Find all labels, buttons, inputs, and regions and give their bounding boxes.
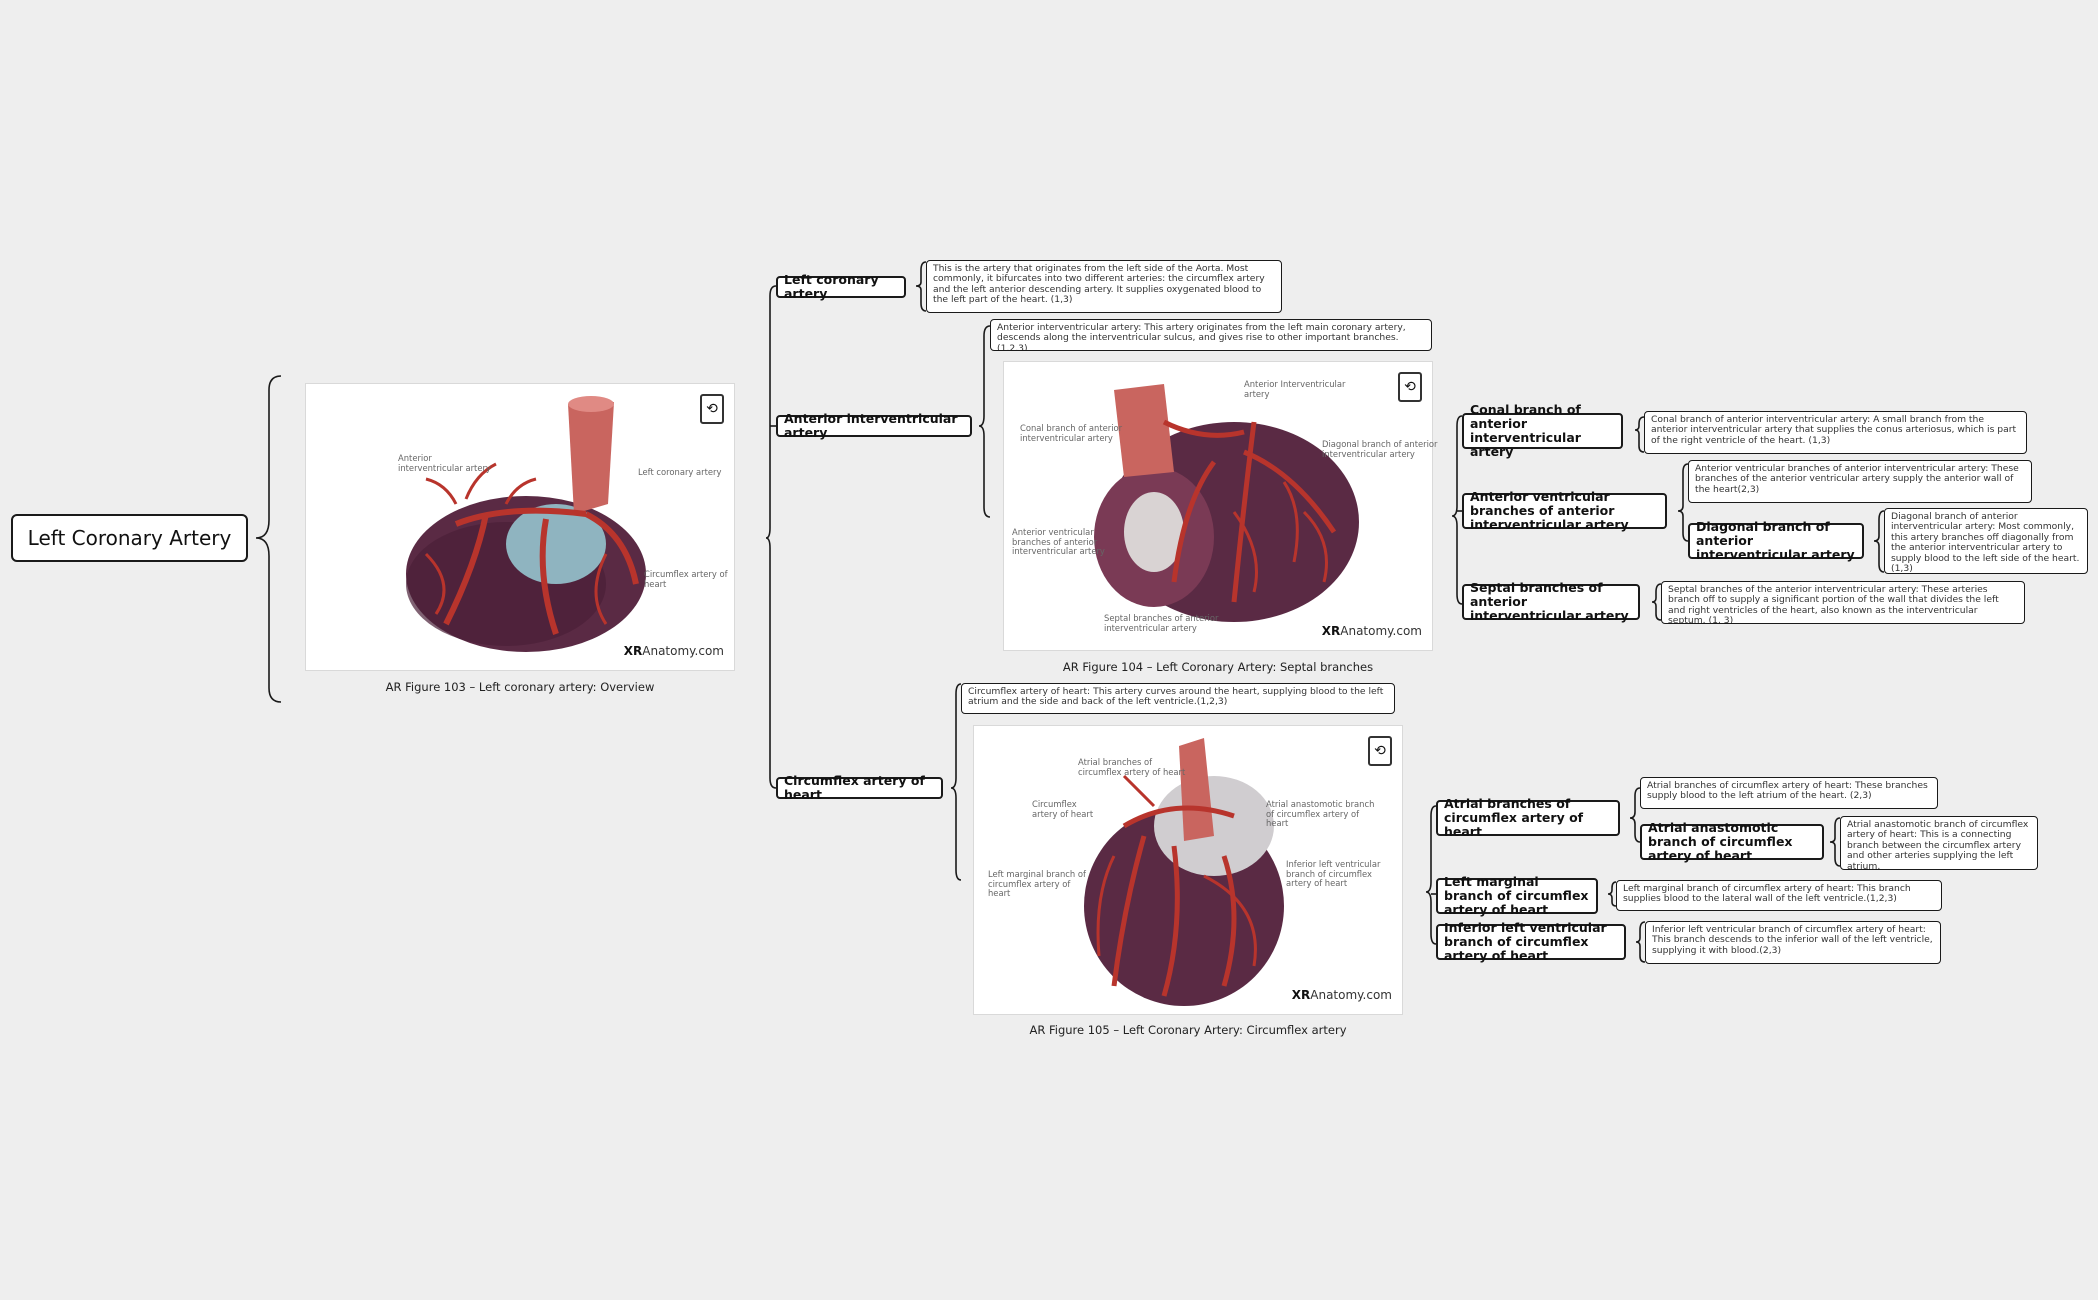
brand-watermark: XRAnatomy.com (623, 644, 724, 658)
node-label: Left coronary artery (784, 272, 879, 301)
callout-left-coronary: Left coronary artery (638, 467, 722, 477)
node-circumflex[interactable]: Circumflex artery of heart (776, 773, 943, 802)
node-diagonal[interactable]: Diagonal branch of anterior interventric… (1688, 519, 1864, 562)
callout-conal: Conal branch of anterior interventricula… (1020, 423, 1123, 443)
node-label: Circumflex artery of heart (784, 773, 925, 802)
node-label: Diagonal branch of anterior interventric… (1696, 519, 1855, 562)
ar-target-icon[interactable]: ⟲ (1398, 372, 1422, 402)
figure-103-caption: AR Figure 103 – Left coronary artery: Ov… (385, 680, 655, 694)
callout-inferior: Inferior left ventricular branch of circ… (1286, 859, 1381, 889)
callout-diagonal: Diagonal branch of anterior interventric… (1322, 439, 1438, 459)
ar-target-icon[interactable]: ⟲ (1368, 736, 1392, 766)
figure-104-image[interactable]: ⟲ Anterior Interventricular artery Conal… (1003, 361, 1438, 651)
callout-anterior: Anterior interventricular artery (398, 453, 491, 473)
heart-illustration (1094, 384, 1359, 622)
node-inferior[interactable]: Inferior left ventricular branch of circ… (1436, 920, 1626, 963)
node-label: Left marginal branch of circumflex arter… (1444, 874, 1589, 917)
node-anterior-ventricular[interactable]: Anterior ventricular branches of anterio… (1462, 489, 1667, 532)
note-left-coronary: This is the artery that originates from … (926, 260, 1282, 313)
callout-anastomotic: Atrial anastomotic branch of circumflex … (1266, 799, 1375, 829)
figure-105-caption: AR Figure 105 – Left Coronary Artery: Ci… (1029, 1023, 1347, 1037)
callout-anterior-ventricular: Anterior ventricular branches of anterio… (1012, 527, 1105, 557)
brand-watermark: XRAnatomy.com (1291, 988, 1392, 1002)
node-conal[interactable]: Conal branch of anterior interventricula… (1462, 403, 1623, 459)
node-label: Septal branches of anterior interventric… (1470, 580, 1629, 623)
callout-septal: Septal branches of anterior interventric… (1104, 613, 1219, 633)
node-anastomotic[interactable]: Atrial anastomotic branch of circumflex … (1640, 820, 1824, 863)
root-title: Left Coronary Artery (27, 526, 232, 550)
callout-circumflex: Circumflex artery of heart (1032, 799, 1094, 819)
heart-illustration (1084, 738, 1284, 1006)
callout-marginal: Left marginal branch of circumflex arter… (988, 869, 1086, 899)
figure-103-image[interactable]: ⟲ Anterior interventricular artery Left … (305, 383, 735, 671)
note-inferior: Inferior left ventricular branch of circ… (1645, 921, 1941, 964)
node-label: Atrial anastomotic branch of circumflex … (1648, 820, 1793, 863)
root-node[interactable]: Left Coronary Artery (11, 514, 248, 562)
note-circumflex: Circumflex artery of heart: This artery … (961, 683, 1395, 714)
node-label: Anterior ventricular branches of anterio… (1470, 489, 1629, 532)
note-conal: Conal branch of anterior interventricula… (1644, 411, 2027, 454)
node-label: Conal branch of anterior interventricula… (1470, 402, 1581, 459)
callout-circumflex: Circumflex artery of heart (644, 569, 728, 589)
node-marginal[interactable]: Left marginal branch of circumflex arter… (1436, 874, 1598, 917)
figure-104-caption: AR Figure 104 – Left Coronary Artery: Se… (1062, 660, 1374, 674)
heart-illustration (406, 396, 646, 652)
note-anterior-interventricular: Anterior interventricular artery: This a… (990, 319, 1432, 351)
node-anterior-interventricular[interactable]: Anterior interventricular artery (776, 411, 972, 440)
node-label: Atrial branches of circumflex artery of … (1444, 796, 1584, 839)
figure-105-image[interactable]: ⟲ Atrial branches of circumflex artery o… (973, 725, 1403, 1015)
node-left-coronary[interactable]: Left coronary artery (776, 272, 906, 301)
note-anastomotic: Atrial anastomotic branch of circumflex … (1840, 816, 2038, 870)
node-label: Anterior interventricular artery (784, 411, 958, 440)
node-septal[interactable]: Septal branches of anterior interventric… (1462, 580, 1640, 623)
ar-target-icon[interactable]: ⟲ (700, 394, 724, 424)
brand-watermark: XRAnatomy.com (1321, 624, 1422, 638)
note-septal: Septal branches of the anterior interven… (1661, 581, 2025, 624)
callout-atrial: Atrial branches of circumflex artery of … (1078, 757, 1186, 777)
callout-anterior: Anterior Interventricular artery (1244, 379, 1346, 399)
note-anterior-ventricular: Anterior ventricular branches of anterio… (1688, 460, 2032, 503)
node-label: Inferior left ventricular branch of circ… (1444, 920, 1607, 963)
note-marginal: Left marginal branch of circumflex arter… (1616, 880, 1942, 911)
note-diagonal: Diagonal branch of anterior interventric… (1884, 508, 2088, 574)
node-atrial[interactable]: Atrial branches of circumflex artery of … (1436, 796, 1620, 839)
note-atrial: Atrial branches of circumflex artery of … (1640, 777, 1938, 809)
